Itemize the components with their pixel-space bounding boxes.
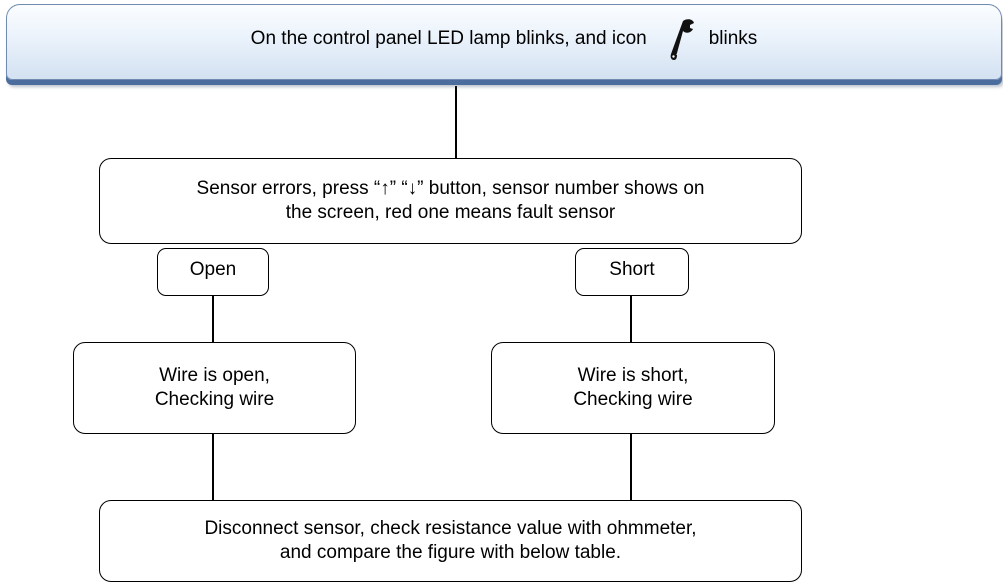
open-label: Open — [189, 259, 237, 280]
sensor-errors-line-1: Sensor errors, press “↑” “↓” button, sen… — [196, 178, 705, 199]
wire-open-line-1: Wire is open, — [159, 365, 270, 386]
wire-open-line-2: Checking wire — [154, 389, 275, 410]
disconnect-line-2: and compare the figure with below table. — [279, 542, 622, 563]
open-label-box: Open — [157, 248, 269, 296]
wrench-icon — [669, 17, 695, 61]
wire-open-box: Wire is open, Checking wire — [73, 342, 356, 434]
short-label-box: Short — [575, 248, 689, 296]
short-label: Short — [609, 259, 655, 280]
wire-short-line-2: Checking wire — [573, 389, 693, 410]
wire-short-box: Wire is short, Checking wire — [491, 342, 775, 434]
disconnect-box: Disconnect sensor, check resistance valu… — [99, 500, 802, 582]
wire-short-line-1: Wire is short, — [577, 365, 689, 386]
sensor-errors-line-2: the screen, red one means fault sensor — [285, 202, 616, 223]
header-text-before-icon: On the control panel LED lamp blinks, an… — [250, 28, 647, 49]
disconnect-line-1: Disconnect sensor, check resistance valu… — [204, 518, 697, 539]
header-text-after-icon: blinks — [708, 28, 758, 49]
sensor-errors-box: Sensor errors, press “↑” “↓” button, sen… — [99, 158, 802, 244]
header-banner: On the control panel LED lamp blinks, an… — [6, 4, 1002, 80]
